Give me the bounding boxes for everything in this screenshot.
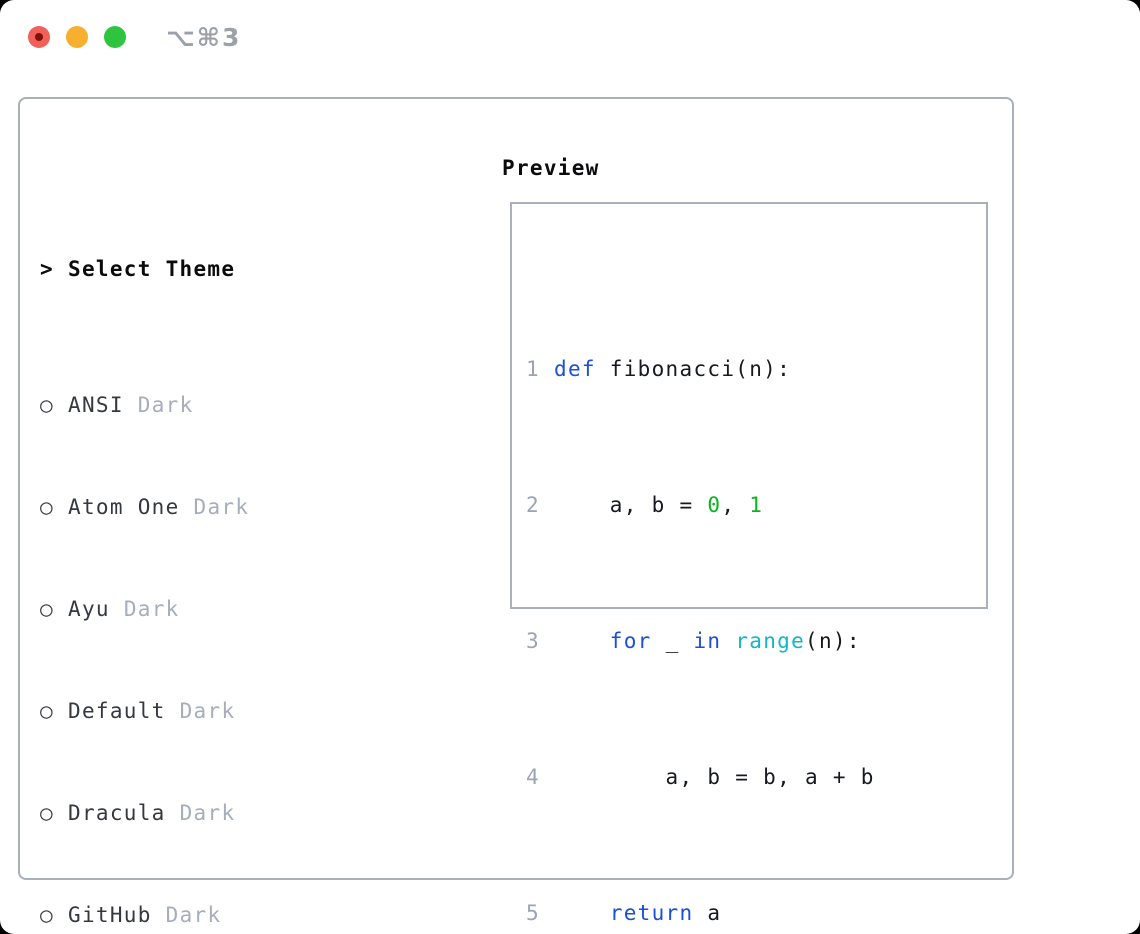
theme-variant: Dark (165, 903, 222, 927)
theme-option-atom-one-dark[interactable]: ○ Atom One Dark (40, 490, 430, 524)
theme-name: GitHub (68, 903, 152, 927)
radio-icon: ○ (40, 699, 54, 723)
theme-name: Atom One (68, 495, 180, 519)
radio-icon: ○ (40, 801, 54, 825)
theme-variant: Dark (179, 801, 236, 825)
code-token: a, b = (554, 493, 708, 517)
minimize-button[interactable] (66, 26, 88, 48)
code-line: 4 a, b = b, a + b (526, 760, 986, 794)
code-token: 1 (749, 493, 764, 517)
line-number: 2 (526, 493, 540, 517)
code-token (554, 629, 610, 653)
code-token: fibonacci(n): (595, 357, 792, 381)
line-number: 3 (526, 629, 540, 653)
code-token: range (735, 629, 806, 653)
theme-name: Dracula (68, 801, 166, 825)
radio-icon: ○ (40, 393, 54, 417)
code-token: (n): (805, 629, 861, 653)
code-block: 1 def fibonacci(n): 2 a, b = 0, 1 3 for _… (512, 204, 986, 934)
preview-box: 1 def fibonacci(n): 2 a, b = 0, 1 3 for _… (510, 202, 988, 925)
code-line: 1 def fibonacci(n): (526, 352, 986, 386)
radio-icon: ○ (40, 903, 54, 927)
close-dot-icon (35, 33, 43, 41)
radio-icon: ○ (40, 495, 54, 519)
code-token: a (693, 901, 722, 925)
preview-heading: Preview (502, 156, 600, 180)
titlebar: ⌥⌘3 (0, 0, 1140, 74)
theme-variant: Dark (137, 393, 194, 417)
code-line: 5 return a (526, 896, 986, 930)
line-number: 4 (526, 765, 540, 789)
theme-option-default-dark[interactable]: ○ Default Dark (40, 694, 430, 728)
theme-name: ANSI (68, 393, 124, 417)
theme-option-ansi-dark[interactable]: ○ ANSI Dark (40, 388, 430, 422)
code-token: for (609, 629, 652, 653)
prompt-icon: > (40, 257, 54, 281)
code-token: _ (651, 629, 694, 653)
theme-option-dracula-dark[interactable]: ○ Dracula Dark (40, 796, 430, 830)
theme-variant: Dark (179, 699, 236, 723)
close-button[interactable] (28, 26, 50, 48)
radio-icon: ○ (40, 597, 54, 621)
theme-name: Default (68, 699, 166, 723)
line-number: 5 (526, 901, 540, 925)
heading-label: Select Theme (68, 257, 236, 281)
theme-variant: Dark (193, 495, 250, 519)
zoom-button[interactable] (104, 26, 126, 48)
theme-option-ayu-dark[interactable]: ○ Ayu Dark (40, 592, 430, 626)
theme-variant: Dark (123, 597, 180, 621)
code-line: 3 for _ in range(n): (526, 624, 986, 658)
line-number: 1 (526, 357, 540, 381)
code-token: return (609, 901, 694, 925)
code-token: , (721, 493, 750, 517)
code-line: 2 a, b = 0, 1 (526, 488, 986, 522)
code-token: def (554, 357, 596, 381)
theme-option-github-dark[interactable]: ○ GitHub Dark (40, 898, 430, 932)
code-token: in (693, 629, 722, 653)
theme-name: Ayu (68, 597, 110, 621)
code-token (554, 901, 610, 925)
select-theme-heading: > Select Theme (40, 252, 430, 286)
window-title: ⌥⌘3 (166, 23, 242, 52)
code-token: a, b = b, a + b (554, 765, 875, 789)
code-token (721, 629, 735, 653)
code-token: 0 (707, 493, 722, 517)
